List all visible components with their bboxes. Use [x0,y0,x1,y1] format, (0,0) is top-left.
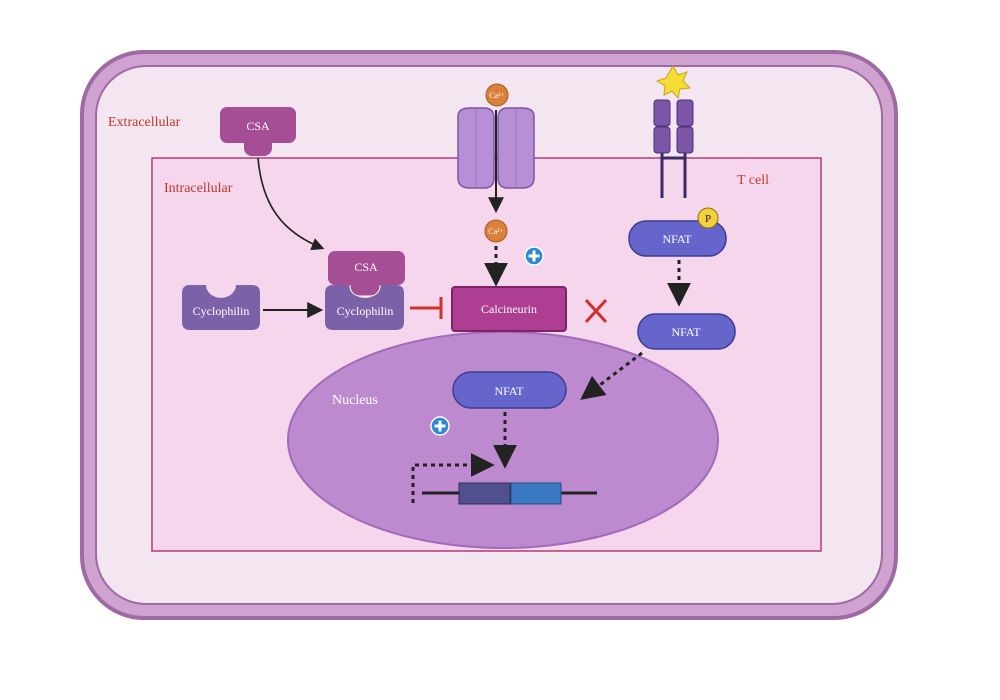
cross-icon [584,298,608,324]
starburst-icon [655,64,692,100]
csa-cyclophilin-complex: CSA Cyclophilin [325,251,405,330]
intracellular-label: Intracellular [164,181,233,196]
gene-coding-region [510,482,562,505]
calcium-channel [457,107,535,189]
gene-promoter [458,482,511,505]
svg-text:CSA: CSA [246,119,270,133]
csa-outside: CSA [220,107,296,156]
calcium-ion-inside: Ca²⁺ [484,219,508,243]
nucleus [287,331,719,549]
svg-text:Ca²⁺: Ca²⁺ [489,91,505,100]
svg-text:Cyclophilin: Cyclophilin [337,304,394,318]
t-cell-receptor [653,99,694,198]
svg-text:NFAT: NFAT [671,325,701,339]
svg-text:Calcineurin: Calcineurin [481,302,537,316]
svg-text:Ca²⁺: Ca²⁺ [488,227,504,236]
calcium-ion-outside: Ca²⁺ [485,83,509,107]
gene [422,482,597,505]
extracellular-label: Extracellular [108,115,181,130]
plus-circle-icon [430,416,450,436]
calcineurin: Calcineurin [451,286,567,332]
cyclophilin-free: Cyclophilin [182,285,260,330]
svg-text:NFAT: NFAT [662,232,692,246]
nfat-cytoplasm: NFAT [637,313,736,350]
svg-text:Cyclophilin: Cyclophilin [193,304,250,318]
nucleus-label: Nucleus [332,393,378,408]
plus-circle-icon [524,246,544,266]
csa-entry-arrow [257,157,325,251]
nfat-nucleus: NFAT [452,371,567,409]
t-cell-label: T cell [737,173,769,188]
svg-text:CSA: CSA [354,260,378,274]
transcription-start-arrow [411,453,495,503]
svg-text:NFAT: NFAT [494,384,524,398]
svg-text:P: P [705,213,711,225]
inhibition-arrow [410,297,443,319]
nfat-phosphorylated: NFAT P [628,207,727,257]
